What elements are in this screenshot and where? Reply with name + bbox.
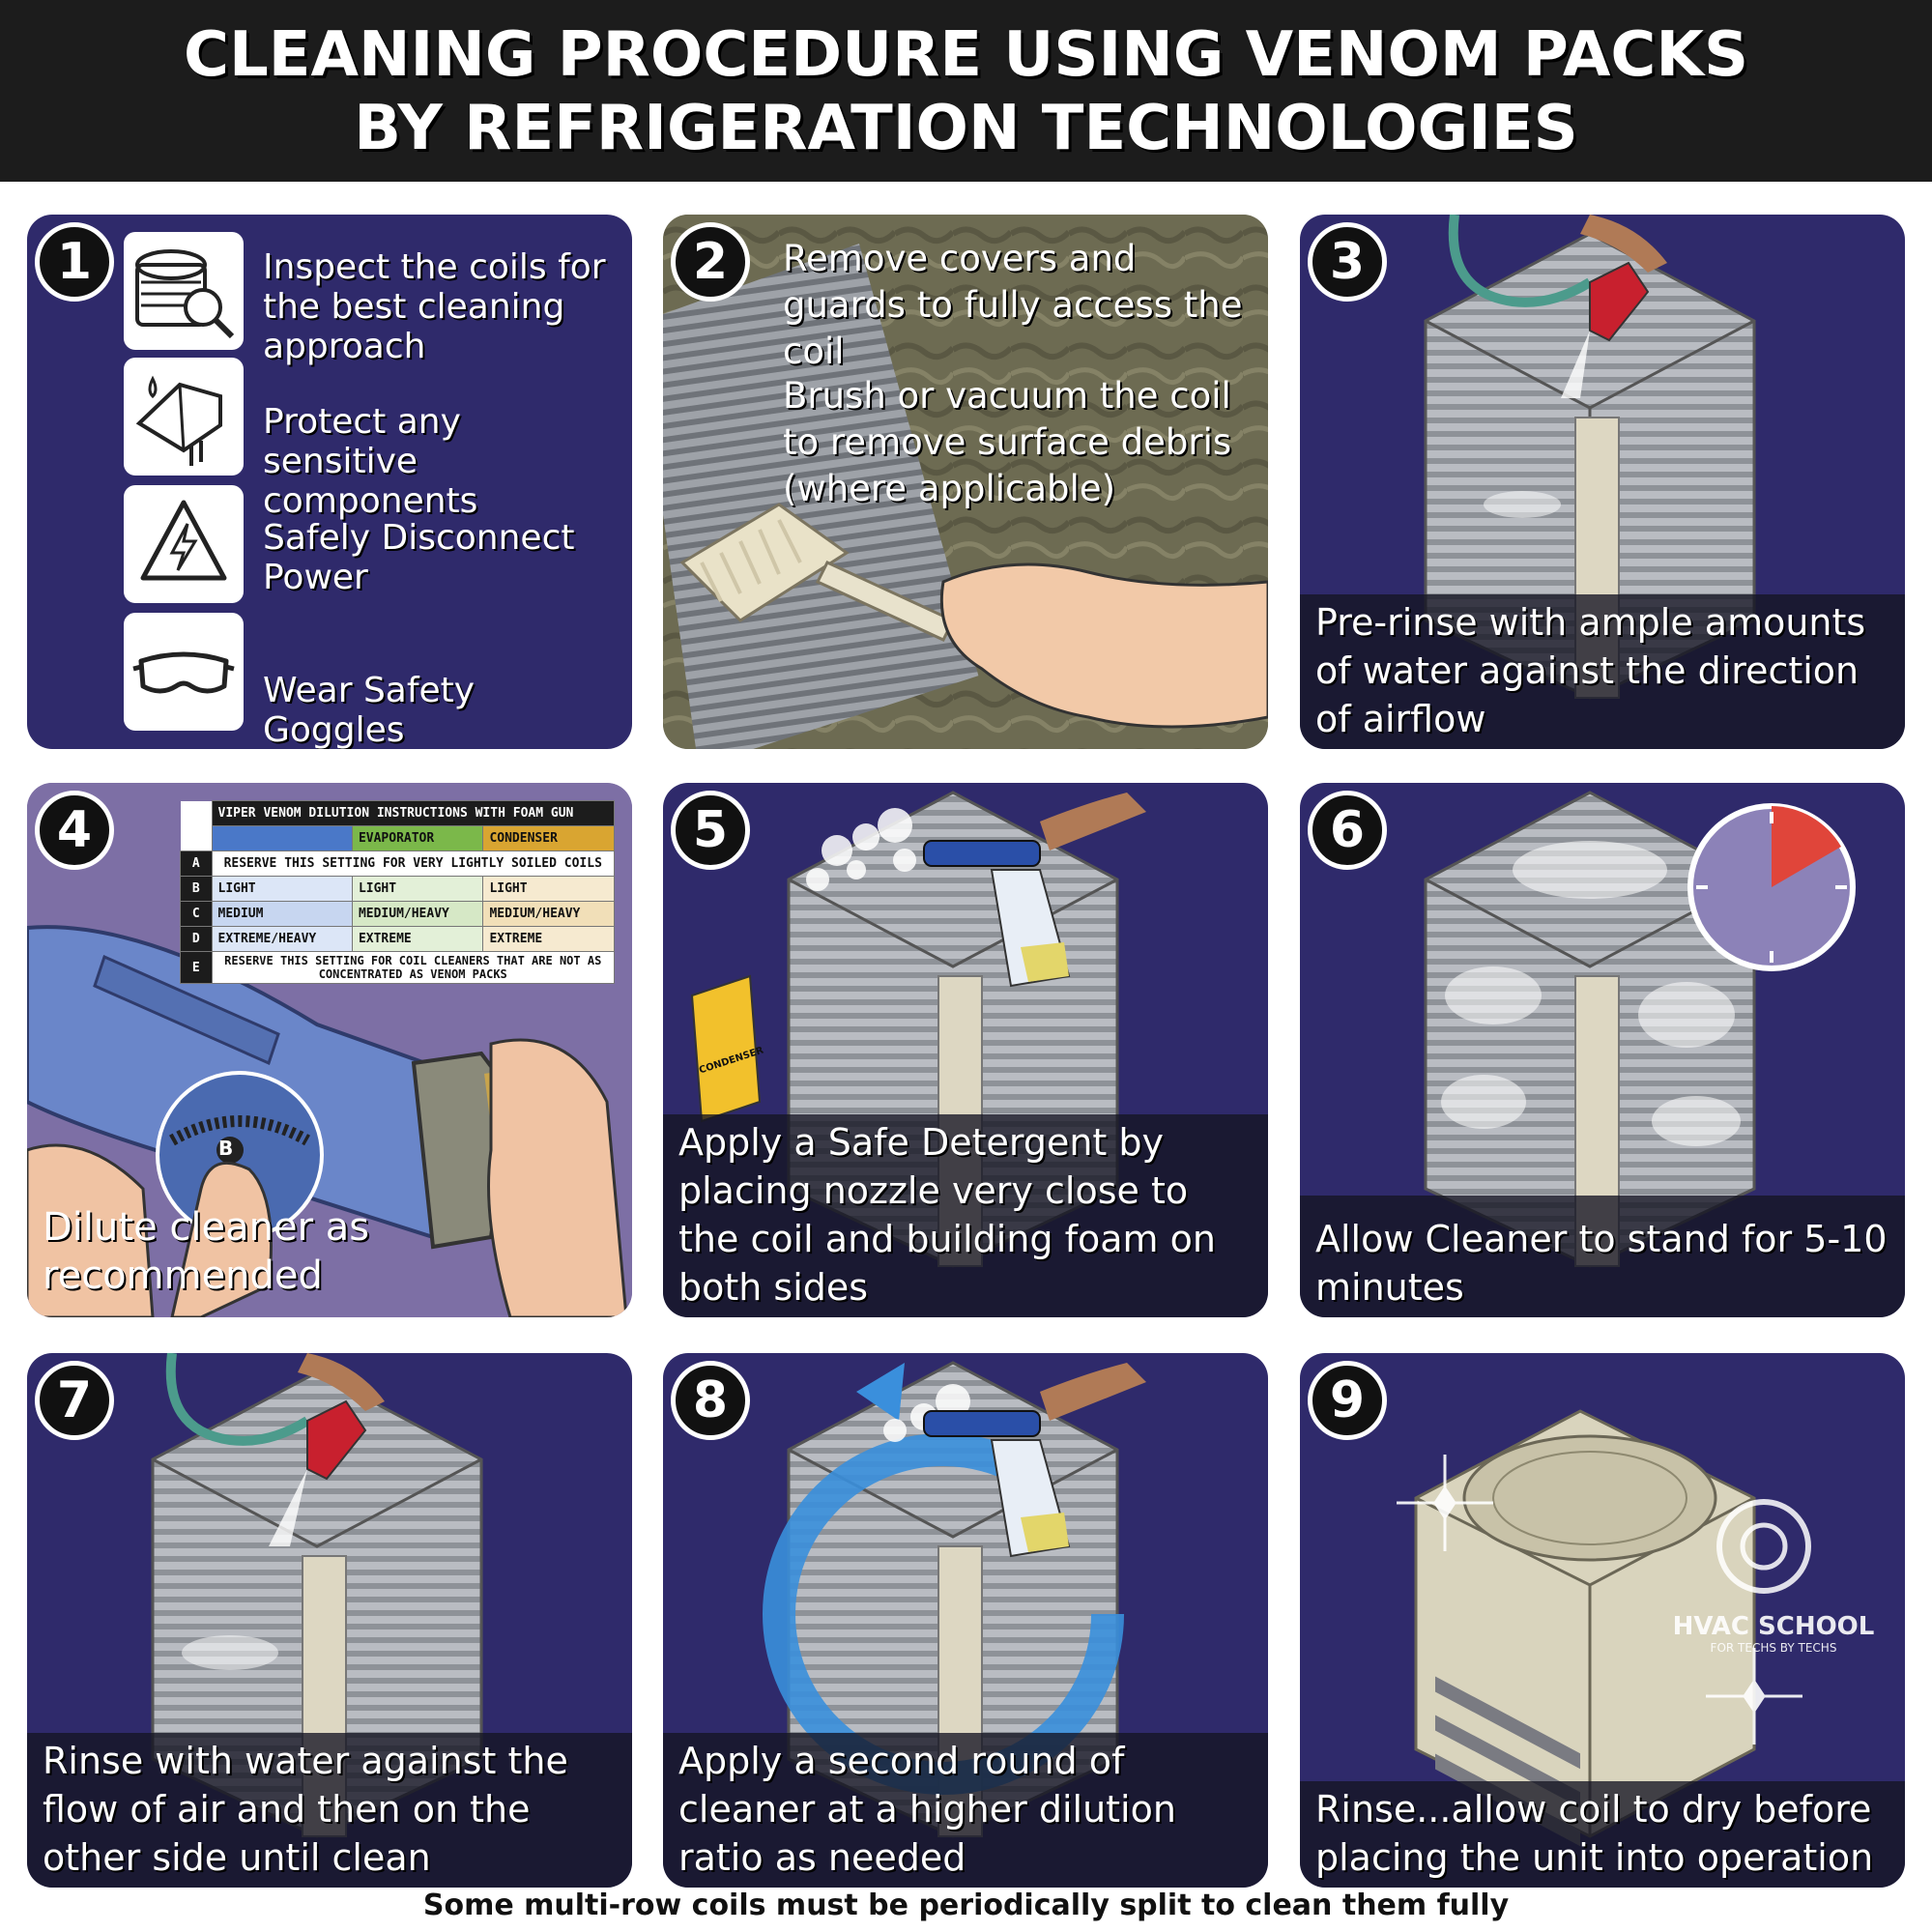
step-number-badge: 8 xyxy=(671,1361,750,1440)
coil-inspect-icon xyxy=(124,232,244,350)
dilution-cell: MEDIUM/HEAVY xyxy=(482,901,615,927)
dilution-row-note: RESERVE THIS SETTING FOR COIL CLEANERS T… xyxy=(211,951,615,984)
step-6-caption: Allow Cleaner to stand for 5-10 minutes xyxy=(1300,1196,1905,1317)
dilution-header-evaporator: EVAPORATOR xyxy=(351,825,484,851)
dilution-cell: EXTREME xyxy=(482,926,615,952)
second-round-illustration xyxy=(763,1361,1146,1838)
step-3-panel: 3 Pre-rinse with ample amounts of water … xyxy=(1300,215,1905,749)
step-2-panel: 2 Remove covers and guards to fully acce… xyxy=(663,215,1268,749)
step-8-caption: Apply a second round of cleaner at a hig… xyxy=(663,1733,1268,1888)
step-1-item-goggles: Wear Safety Goggles xyxy=(263,671,476,749)
step-6-panel: 6 Allow Cleaner to stand for 5-10 minute… xyxy=(1300,783,1905,1317)
dial-letter: B xyxy=(218,1137,234,1160)
dilution-table-title: VIPER VENOM DILUTION INSTRUCTIONS WITH F… xyxy=(211,800,615,826)
step-3-caption: Pre-rinse with ample amounts of water ag… xyxy=(1300,594,1905,749)
dilution-row-key: B xyxy=(180,876,213,902)
step-number-badge: 7 xyxy=(35,1361,114,1440)
dilution-cell: EXTREME/HEAVY xyxy=(211,926,353,952)
dilution-cell: LIGHT xyxy=(482,876,615,902)
dilution-header-blank xyxy=(211,825,353,851)
dilution-row-key: D xyxy=(180,926,213,952)
dilution-table: VIPER VENOM DILUTION INSTRUCTIONS WITH F… xyxy=(180,800,615,984)
goggles-icon xyxy=(124,613,244,731)
step-number-badge: 2 xyxy=(671,222,750,302)
step-2-text-brush: Brush or vacuum the coil to remove surfa… xyxy=(783,375,1232,509)
step-1-item-protect: Protect any sensitive components xyxy=(263,402,478,521)
step-number-badge: 5 xyxy=(671,791,750,870)
dilution-row-key: C xyxy=(180,901,213,927)
step-number-badge: 3 xyxy=(1308,222,1387,302)
step-1-item-power: Safely Disconnect Power xyxy=(263,518,575,597)
dilution-header-condenser: CONDENSER xyxy=(482,825,615,851)
step-9-caption: Rinse...allow coil to dry before placing… xyxy=(1300,1781,1905,1888)
step-5-panel: CONDENSER 5 Apply a Safe Detergent by pl… xyxy=(663,783,1268,1317)
step-8-panel: 8 Apply a second round of cleaner at a h… xyxy=(663,1353,1268,1888)
page-header: CLEANING PROCEDURE USING VENOM PACKS BY … xyxy=(0,0,1932,182)
step-4-panel: B 4 VIPER VENOM DILUTION INSTRUCTIONS WI… xyxy=(27,783,632,1317)
step-1-panel: 1 Inspect the coils for the best cleanin… xyxy=(27,215,632,749)
footer-note: Some multi-row coils must be periodicall… xyxy=(422,1889,1510,1922)
dilution-row-key: A xyxy=(180,851,213,877)
hvac-school-logo: HVAC SCHOOL FOR TECHS BY TECHS xyxy=(1667,1612,1880,1655)
step-9-panel: HVAC SCHOOL FOR TECHS BY TECHS 9 Rinse..… xyxy=(1300,1353,1905,1888)
step-1-item-inspect: Inspect the coils for the best cleaning … xyxy=(263,247,606,366)
dilution-row-key: E xyxy=(180,951,213,984)
logo-name: HVAC SCHOOL xyxy=(1672,1612,1875,1641)
step-7-caption: Rinse with water against the flow of air… xyxy=(27,1733,632,1888)
step-5-caption: Apply a Safe Detergent by placing nozzle… xyxy=(663,1114,1268,1317)
dilution-row-note: RESERVE THIS SETTING FOR VERY LIGHTLY SO… xyxy=(211,851,615,877)
page-title-line-1: CLEANING PROCEDURE USING VENOM PACKS xyxy=(183,19,1749,91)
step-number-badge: 4 xyxy=(35,791,114,870)
coil-brush-illustration xyxy=(663,215,1268,749)
dilution-cell: EXTREME xyxy=(351,926,484,952)
step-7-panel: 7 Rinse with water against the flow of a… xyxy=(27,1353,632,1888)
step-2-text-remove-covers: Remove covers and guards to fully access… xyxy=(783,238,1243,372)
dilution-cell: LIGHT xyxy=(211,876,353,902)
rinse-illustration xyxy=(151,1353,483,1838)
page-title-line-2: BY REFRIGERATION TECHNOLOGIES xyxy=(354,93,1578,164)
step-number-badge: 6 xyxy=(1308,791,1387,870)
power-hazard-icon xyxy=(124,485,244,603)
logo-tagline: FOR TECHS BY TECHS xyxy=(1710,1641,1837,1655)
step-4-caption: Dilute cleaner as recommended xyxy=(43,1205,370,1298)
step-number-badge: 1 xyxy=(35,222,114,302)
stand-time-illustration xyxy=(1424,791,1856,1268)
step-number-badge: 9 xyxy=(1308,1361,1387,1440)
protect-cover-icon xyxy=(124,358,244,476)
dilution-cell: MEDIUM/HEAVY xyxy=(351,901,484,927)
dilution-cell: MEDIUM xyxy=(211,901,353,927)
dilution-cell: LIGHT xyxy=(351,876,484,902)
